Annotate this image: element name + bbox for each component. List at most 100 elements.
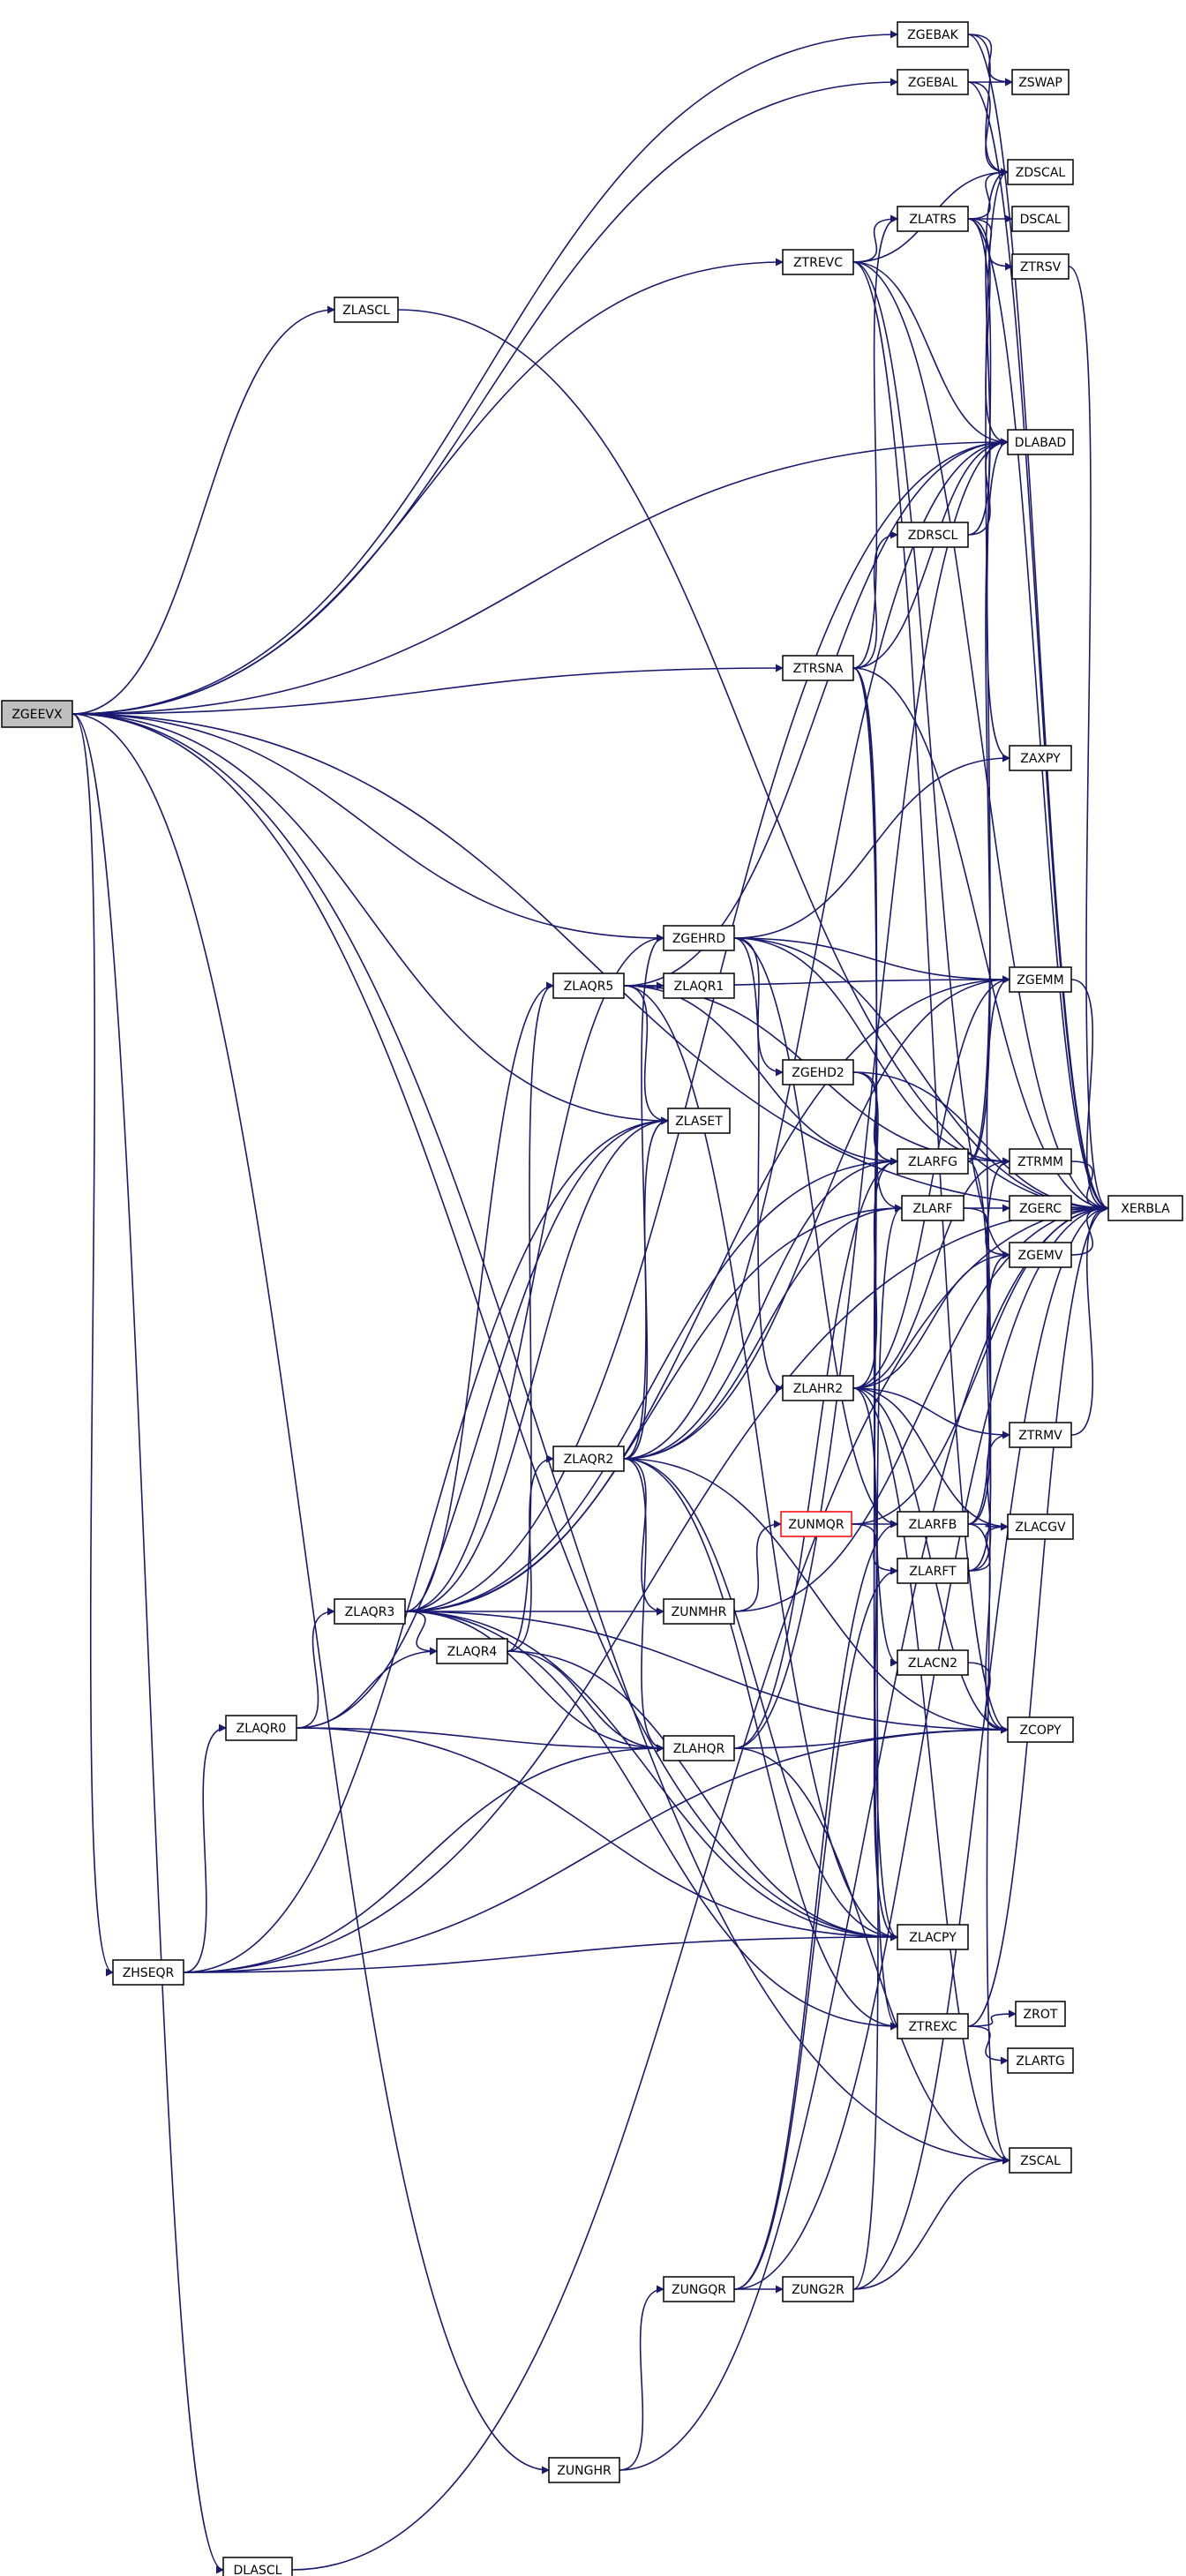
- node-zunghr[interactable]: ZUNGHR: [548, 2457, 620, 2483]
- edge-zungqr-to-zlarft: [733, 1566, 898, 2290]
- node-box-zlahr2: [782, 1375, 854, 1401]
- node-zgemv[interactable]: ZGEMV: [1009, 1242, 1072, 1268]
- node-zhseqr[interactable]: ZHSEQR: [112, 1959, 184, 1986]
- node-box-zlahqr: [663, 1735, 735, 1761]
- node-zungqr[interactable]: ZUNGQR: [663, 2276, 735, 2302]
- edge-zlarfg-to-dlabad: [967, 438, 1009, 1162]
- node-zlarft[interactable]: ZLARFT: [897, 1558, 969, 1584]
- node-zlaqr3[interactable]: ZLAQR3: [334, 1598, 406, 1625]
- edge-zung2r-to-zscal: [852, 2156, 1010, 2290]
- node-zlacgv[interactable]: ZLACGV: [1007, 1513, 1074, 1540]
- node-ztrsv[interactable]: ZTRSV: [1011, 253, 1070, 280]
- node-zlaqr1[interactable]: ZLAQR1: [663, 973, 735, 999]
- edge-zung2r-to-xerbla: [852, 1204, 1109, 2290]
- edge-zlaqr2-to-zunmhr: [623, 1458, 664, 1616]
- node-box-zlaqr0: [225, 1715, 297, 1741]
- node-zlatrs[interactable]: ZLATRS: [897, 206, 969, 232]
- node-zaxpy[interactable]: ZAXPY: [1009, 745, 1072, 771]
- node-zlahr2[interactable]: ZLAHR2: [782, 1375, 854, 1401]
- edge-zlahqr-to-zlarfg: [733, 1157, 898, 1749]
- node-ztrsna[interactable]: ZTRSNA: [782, 655, 854, 681]
- node-zgeevx[interactable]: ZGEEVX: [1, 700, 73, 728]
- node-label-ztrmm: ZTRMM: [1017, 1155, 1063, 1169]
- node-zlascl[interactable]: ZLASCL: [334, 297, 399, 323]
- node-box-zunmqr: [780, 1511, 852, 1537]
- node-zlaset[interactable]: ZLASET: [667, 1108, 731, 1134]
- node-ztrmv[interactable]: ZTRMV: [1009, 1422, 1072, 1448]
- node-zlarf[interactable]: ZLARF: [901, 1195, 965, 1221]
- edge-zlahqr-to-zscal: [733, 1747, 1010, 2165]
- edge-zlaqr2-to-zlacpy: [623, 1458, 898, 1941]
- node-zdscal[interactable]: ZDSCAL: [1007, 159, 1074, 185]
- edge-zlatrs-to-xerbla: [967, 218, 1109, 1213]
- node-label-zlaqr2: ZLAQR2: [564, 1453, 614, 1467]
- node-zlaqr4[interactable]: ZLAQR4: [436, 1638, 508, 1664]
- node-zlaqr2[interactable]: ZLAQR2: [552, 1446, 625, 1472]
- edge-zung2r-to-zlarf: [852, 1204, 903, 2290]
- node-box-zlaqr4: [436, 1638, 508, 1664]
- edge-zgeevx-to-dlascl: [71, 713, 224, 2574]
- edge-zhseqr-to-zcopy: [183, 1725, 1009, 1973]
- node-zlacpy[interactable]: ZLACPY: [897, 1924, 969, 1950]
- node-zdrscl[interactable]: ZDRSCL: [897, 522, 969, 548]
- node-zlarfb[interactable]: ZLARFB: [897, 1511, 969, 1537]
- node-label-zungqr: ZUNGQR: [672, 2283, 726, 2297]
- edge-zgeevx-to-zlaset: [71, 713, 669, 1125]
- node-label-zlahqr: ZLAHQR: [673, 1742, 725, 1756]
- node-zgebak[interactable]: ZGEBAK: [897, 21, 969, 48]
- node-box-zlaqr2: [552, 1446, 625, 1472]
- node-zlaqr5[interactable]: ZLAQR5: [552, 973, 625, 999]
- node-zgemm[interactable]: ZGEMM: [1009, 966, 1072, 993]
- node-box-zlarft: [897, 1558, 969, 1584]
- node-ztrexc[interactable]: ZTREXC: [897, 2013, 969, 2039]
- node-zgehd2[interactable]: ZGEHD2: [782, 1059, 854, 1085]
- edge-zgeevx-to-ztrevc: [71, 258, 784, 715]
- node-zrot[interactable]: ZROT: [1015, 2001, 1066, 2027]
- edge-zlaqr4-to-zlaqr5: [507, 981, 554, 1652]
- node-dscal[interactable]: DSCAL: [1011, 206, 1070, 232]
- node-zlarfg[interactable]: ZLARFG: [897, 1148, 969, 1175]
- node-dlascl[interactable]: DLASCL: [222, 2557, 293, 2576]
- node-zgerc[interactable]: ZGERC: [1009, 1195, 1072, 1221]
- node-zgehrd[interactable]: ZGEHRD: [663, 925, 735, 951]
- edge-zgeevx-to-zgehrd: [71, 713, 664, 943]
- node-zcopy[interactable]: ZCOPY: [1007, 1716, 1074, 1743]
- node-zlahqr[interactable]: ZLAHQR: [663, 1735, 735, 1761]
- edge-zlarfb-to-zcopy: [967, 1523, 1009, 1734]
- node-zlaqr0[interactable]: ZLAQR0: [225, 1715, 297, 1741]
- node-label-zgebak: ZGEBAK: [907, 28, 958, 42]
- node-box-zaxpy: [1009, 745, 1072, 771]
- edge-zlaqr3-to-zlahqr: [404, 1611, 664, 1753]
- edge-zgeevx-to-zlacpy: [71, 713, 898, 1941]
- edge-zlatrs-to-zdscal: [967, 168, 1009, 220]
- node-zscal[interactable]: ZSCAL: [1009, 2147, 1072, 2174]
- node-zlacn2[interactable]: ZLACN2: [897, 1649, 969, 1676]
- node-label-zunmhr: ZUNMHR: [672, 1605, 727, 1619]
- edge-ztrexc-to-zrot: [967, 2009, 1017, 2027]
- node-zung2r[interactable]: ZUNG2R: [782, 2276, 854, 2302]
- node-label-zgemm: ZGEMM: [1017, 973, 1063, 988]
- node-ztrmm[interactable]: ZTRMM: [1009, 1148, 1072, 1175]
- node-ztrevc[interactable]: ZTREVC: [782, 249, 854, 275]
- node-label-zlarfg: ZLARFG: [908, 1155, 957, 1169]
- edge-zlaqr3-to-zlarf: [404, 1204, 903, 1612]
- node-zlartg[interactable]: ZLARTG: [1007, 2047, 1074, 2074]
- node-label-zlatrs: ZLATRS: [909, 213, 956, 227]
- node-zswap[interactable]: ZSWAP: [1011, 69, 1070, 95]
- node-label-zdscal: ZDSCAL: [1016, 166, 1066, 180]
- edge-zlaqr2-to-zlahqr: [623, 1458, 664, 1753]
- edge-ztrmm-to-xerbla: [1070, 1160, 1109, 1213]
- node-box-zlacpy: [897, 1924, 969, 1950]
- node-dlabad[interactable]: DLABAD: [1007, 429, 1074, 455]
- edge-zlarfg-to-zdscal: [967, 168, 1009, 1162]
- edge-ztrsna-to-zdrscl: [852, 530, 898, 669]
- node-zunmhr[interactable]: ZUNMHR: [663, 1598, 735, 1625]
- node-zgebal[interactable]: ZGEBAL: [897, 69, 969, 95]
- node-zunmqr[interactable]: ZUNMQR: [780, 1511, 852, 1537]
- node-xerbla[interactable]: XERBLA: [1107, 1195, 1183, 1221]
- node-box-zhseqr: [112, 1959, 184, 1986]
- edge-zhseqr-to-zlaset: [183, 1116, 669, 1973]
- node-label-zlaqr1: ZLAQR1: [674, 980, 724, 994]
- node-box-zlarfb: [897, 1511, 969, 1537]
